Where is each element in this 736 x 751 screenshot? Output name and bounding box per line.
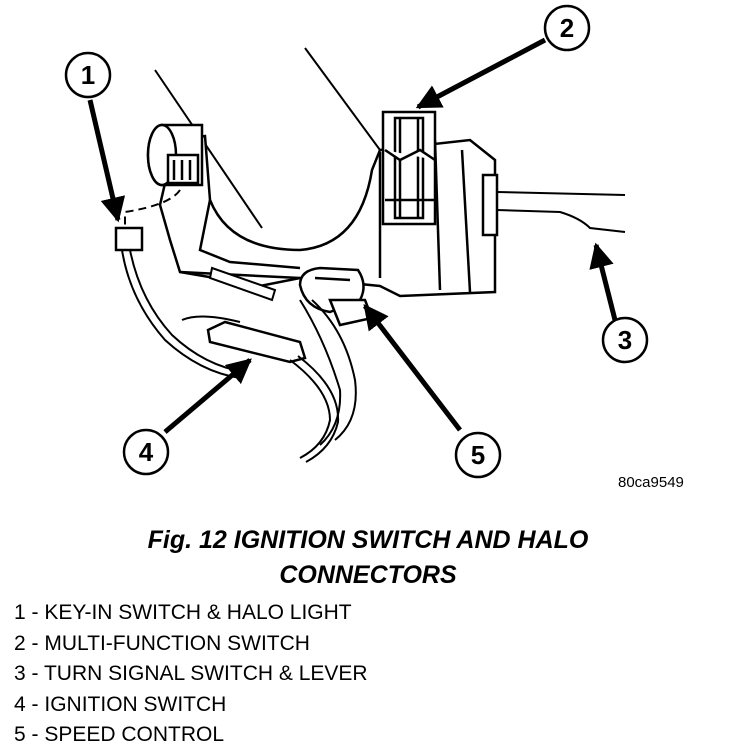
steering-column xyxy=(154,47,381,229)
key-in-switch-halo-connector xyxy=(114,189,246,379)
legend-number: 3 xyxy=(14,662,26,685)
svg-text:4: 4 xyxy=(139,437,154,467)
legend-text: TURN SIGNAL SWITCH & LEVER xyxy=(43,662,368,685)
legend-item-3: 3 - TURN SIGNAL SWITCH & LEVER xyxy=(14,662,368,685)
svg-text:1: 1 xyxy=(81,60,95,90)
callout-4: 4 xyxy=(122,428,170,476)
legend-text: IGNITION SWITCH xyxy=(44,692,227,716)
callout-arrows xyxy=(87,37,618,434)
legend-text: KEY-IN SWITCH & HALO LIGHT xyxy=(44,601,352,624)
callout-5: 5 xyxy=(454,431,502,479)
figure-caption: Fig. 12 IGNITION SWITCH AND HALO CONNECT… xyxy=(0,523,736,593)
legend-item-1: 1 - KEY-IN SWITCH & HALO LIGHT xyxy=(14,601,352,624)
arrow-1 xyxy=(87,99,126,223)
arrow-4 xyxy=(163,358,252,434)
legend-text: SPEED CONTROL xyxy=(44,723,225,746)
arrow-3 xyxy=(589,242,618,321)
legend-number: 1 xyxy=(14,601,26,624)
arrow-2 xyxy=(415,37,547,110)
svg-text:5: 5 xyxy=(471,440,485,470)
caption-line-2: CONNECTORS xyxy=(279,561,457,589)
turn-signal-lever xyxy=(481,173,626,237)
legend-number: 5 xyxy=(14,723,26,746)
legend-item-2: 2 - MULTI-FUNCTION SWITCH xyxy=(14,631,310,655)
legend-number: 2 xyxy=(14,631,26,655)
svg-text:3: 3 xyxy=(618,325,632,355)
multi-function-switch-connector xyxy=(381,110,437,226)
callout-2: 2 xyxy=(543,4,591,52)
ignition-switch-diagram: 1 2 3 4 5 xyxy=(64,4,649,479)
legend-text: MULTI-FUNCTION SWITCH xyxy=(44,631,310,655)
speed-control-connector xyxy=(298,266,374,446)
callout-1: 1 xyxy=(64,51,112,99)
svg-text:2: 2 xyxy=(560,13,574,43)
legend-item-5: 5 - SPEED CONTROL xyxy=(14,723,225,746)
arrow-5 xyxy=(363,304,462,432)
key-cylinder xyxy=(146,123,204,187)
legend-item-4: 4 - IGNITION SWITCH xyxy=(14,692,227,716)
callout-3: 3 xyxy=(601,316,649,364)
legend-number: 4 xyxy=(14,692,26,716)
figure-reference-code: 80ca9549 xyxy=(618,474,684,491)
caption-line-1: Fig. 12 IGNITION SWITCH AND HALO xyxy=(147,526,589,554)
ignition-switch-connector xyxy=(181,266,340,463)
legend-list: 1 - KEY-IN SWITCH & HALO LIGHT 2 - MULTI… xyxy=(14,598,368,751)
